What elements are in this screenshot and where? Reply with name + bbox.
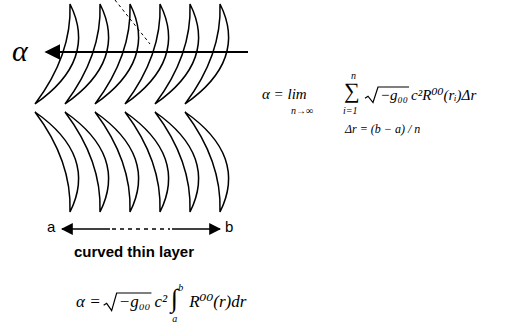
leader-line	[115, 0, 150, 44]
limit-subscript: n→∞	[291, 105, 313, 116]
integral-upper: b	[178, 282, 183, 293]
delta-r-formula: Δr = (b − a) / n	[345, 123, 420, 136]
bound-label: b	[225, 219, 233, 236]
radical-sign	[365, 87, 409, 103]
crescent-layer	[95, 112, 139, 212]
radical-sign	[104, 293, 152, 311]
formula-part: c²	[154, 293, 167, 312]
crescent-layer	[35, 112, 79, 212]
formula-part: α =	[76, 293, 101, 312]
crescent-layer	[185, 112, 229, 212]
crescent-layer	[35, 4, 79, 104]
formula-part: α = lim	[262, 86, 307, 103]
formula-part: R⁰⁰(r)dr	[189, 293, 246, 312]
formula-part: −g₀₀	[119, 293, 151, 312]
bound-label: a	[47, 219, 55, 236]
sum-sign: ∑	[344, 79, 360, 103]
range-arrow-right	[172, 228, 220, 230]
crescent-layer	[65, 4, 109, 104]
radical-signs	[104, 87, 409, 311]
crescent-layer	[65, 112, 109, 212]
sum-lower: i=1	[343, 105, 358, 116]
range-arrow-left	[62, 228, 110, 230]
crescent-layer	[125, 112, 169, 212]
range-dashes	[112, 228, 170, 230]
formula-part: c²R⁰⁰(rᵢ)Δr	[411, 87, 476, 104]
alpha-symbol: α	[12, 34, 28, 67]
integral-sign: ∫	[171, 285, 178, 314]
crescent-layer	[125, 4, 169, 104]
crescent-layer	[95, 4, 139, 104]
formula-part: −g₀₀	[380, 87, 408, 104]
caption-label: curved thin layer	[74, 244, 194, 261]
crescent-layer	[155, 112, 199, 212]
integral-lower: a	[172, 313, 177, 324]
crescent-layer	[185, 4, 229, 104]
alpha-arrow	[46, 51, 248, 53]
crescent-layer	[155, 4, 199, 104]
thin-layer-crescents	[35, 4, 229, 212]
